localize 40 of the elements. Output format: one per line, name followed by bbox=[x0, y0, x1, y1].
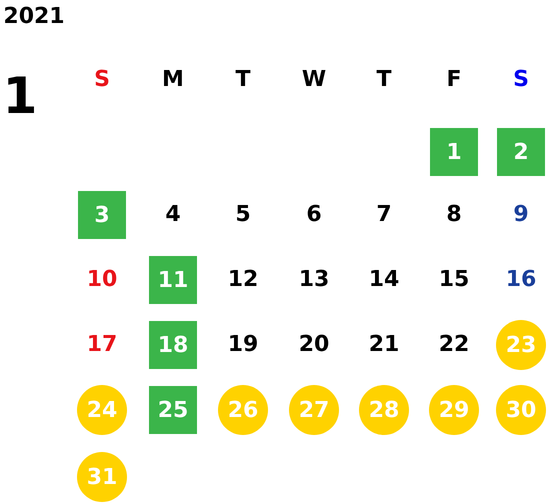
calendar-date: 14 bbox=[368, 269, 400, 291]
calendar-date: 5 bbox=[235, 204, 251, 226]
calendar-date: 7 bbox=[376, 204, 392, 226]
year-title: 2021 bbox=[3, 6, 65, 28]
highlighted-date-square: 11 bbox=[149, 256, 197, 304]
highlighted-date-square: 25 bbox=[149, 386, 197, 434]
month-number: 1 bbox=[2, 71, 38, 121]
highlighted-date-circle: 24 bbox=[77, 385, 127, 435]
calendar-date: 19 bbox=[228, 334, 258, 356]
highlighted-date-circle: 26 bbox=[218, 385, 268, 435]
calendar-date: 21 bbox=[368, 334, 400, 356]
highlighted-date-circle: 30 bbox=[496, 385, 546, 435]
calendar-date: 15 bbox=[438, 269, 470, 291]
highlighted-date-square: 3 bbox=[78, 191, 126, 239]
calendar-date: 4 bbox=[165, 204, 181, 226]
highlighted-date-square: 2 bbox=[497, 128, 545, 176]
highlighted-date-circle: 27 bbox=[289, 385, 339, 435]
highlighted-date-square: 18 bbox=[149, 321, 197, 369]
weekday-header: W bbox=[302, 69, 326, 91]
highlighted-date-circle: 28 bbox=[359, 385, 409, 435]
weekday-header: T bbox=[236, 69, 250, 91]
calendar-date: 8 bbox=[446, 204, 462, 226]
highlighted-date-circle: 29 bbox=[429, 385, 479, 435]
calendar-date: 17 bbox=[86, 334, 118, 356]
highlighted-date-circle: 31 bbox=[77, 452, 127, 502]
calendar-date: 12 bbox=[228, 269, 258, 291]
weekday-header: T bbox=[376, 69, 392, 91]
weekday-header: S bbox=[94, 69, 110, 91]
highlighted-date-circle: 23 bbox=[496, 320, 546, 370]
calendar-date: 9 bbox=[513, 204, 529, 226]
calendar-date: 13 bbox=[298, 269, 330, 291]
calendar-date: 22 bbox=[438, 334, 470, 356]
calendar-date: 20 bbox=[298, 334, 330, 356]
calendar-date: 6 bbox=[306, 204, 322, 226]
weekday-header: S bbox=[513, 69, 529, 91]
calendar-date: 10 bbox=[86, 269, 118, 291]
weekday-header: M bbox=[162, 69, 184, 91]
highlighted-date-square: 1 bbox=[430, 128, 478, 176]
weekday-header: F bbox=[446, 69, 462, 91]
calendar-date: 16 bbox=[506, 269, 536, 291]
